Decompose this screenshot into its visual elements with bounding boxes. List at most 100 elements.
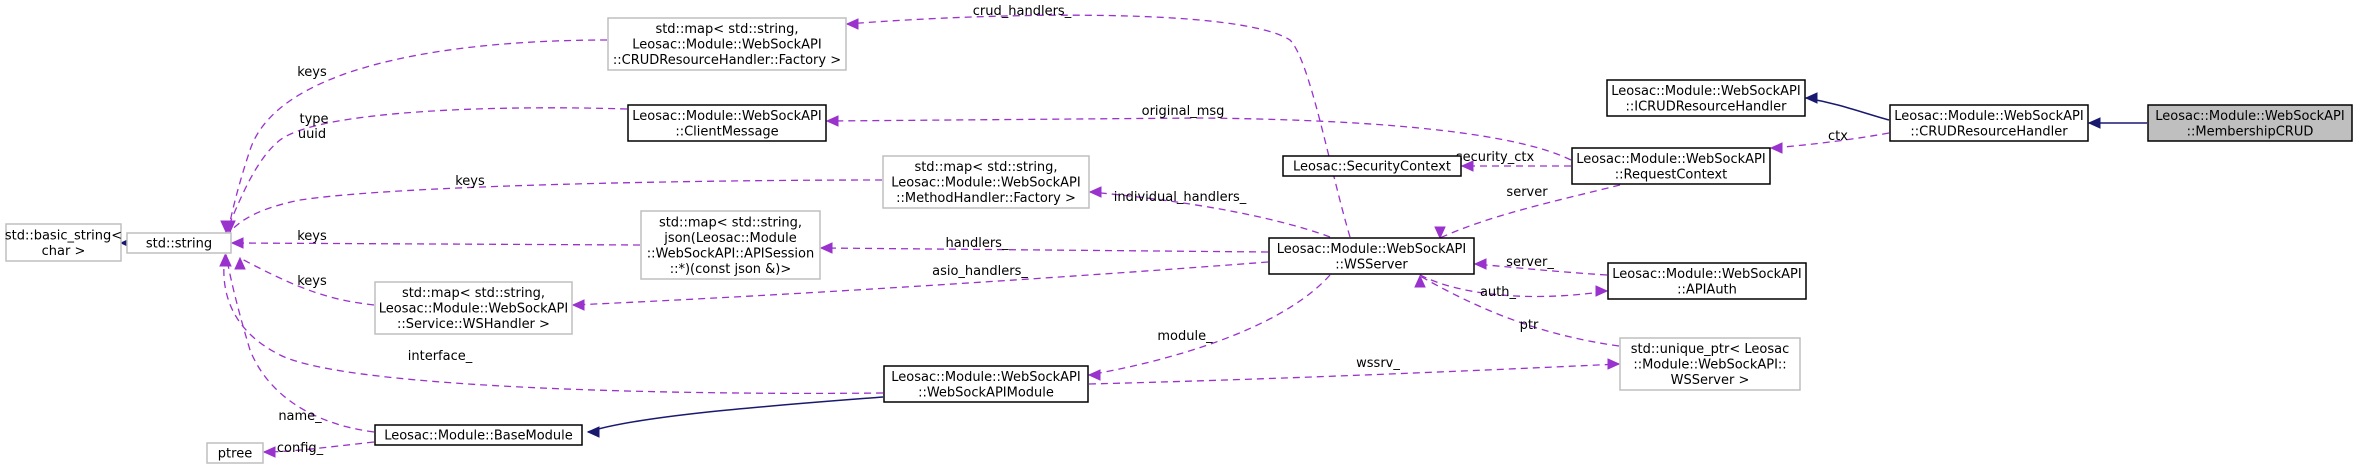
node-box <box>627 104 827 142</box>
edge-base-inherit <box>586 396 884 438</box>
edge-keys-json: keys <box>230 229 641 249</box>
arrowhead <box>1769 142 1783 154</box>
node-label: ::CRUDResourceHandler <box>1910 124 2068 139</box>
edge-label: uuid <box>298 127 326 142</box>
arrowhead <box>1434 226 1446 240</box>
node-label: ::ClientMessage <box>675 124 778 139</box>
node-box <box>206 442 264 464</box>
usage-line <box>1770 132 1890 149</box>
edge-layer: keystypeuuidkeyskeyskeysinterface_name_c… <box>119 4 2147 458</box>
node-box <box>883 365 1089 403</box>
usage-line <box>572 261 1269 306</box>
node-label: Leosac::Module::WebSockAPI <box>891 176 1080 191</box>
arrowhead <box>571 299 585 311</box>
node-label: ::MembershipCRUD <box>2187 124 2314 139</box>
node-label: ::Service::WSHandler > <box>397 317 550 332</box>
node-box <box>374 424 583 446</box>
node-label: ptree <box>218 447 252 462</box>
edge-label: interface_ <box>408 349 473 364</box>
node-label: Leosac::Module::WebSockAPI <box>2155 109 2344 124</box>
node-label: ::RequestContext <box>1615 167 1728 182</box>
node-membership-crud[interactable]: Leosac::Module::WebSockAPI::MembershipCR… <box>2147 104 2353 142</box>
node-box <box>640 210 821 280</box>
node-label: ::MethodHandler::Factory > <box>896 191 1076 206</box>
arrowhead <box>1088 186 1102 198</box>
node-client-message[interactable]: Leosac::Module::WebSockAPI::ClientMessag… <box>627 104 827 142</box>
node-label: Leosac::Module::WebSockAPI <box>1576 152 1765 167</box>
node-ptree[interactable]: ptree <box>206 442 264 464</box>
usage-line <box>820 247 1269 253</box>
usage-line <box>1088 363 1620 385</box>
edge-label: name_ <box>278 409 322 424</box>
node-crud[interactable]: Leosac::Module::WebSockAPI::CRUDResource… <box>1889 104 2089 142</box>
node-label: std::map< std::string, <box>659 215 802 230</box>
node-map-json[interactable]: std::map< std::string,json(Leosac::Modul… <box>640 210 821 280</box>
node-label: char > <box>42 244 86 259</box>
node-label: ::APIAuth <box>1677 282 1737 297</box>
arrowhead <box>2087 117 2101 129</box>
node-base-module[interactable]: Leosac::Module::BaseModule <box>374 424 583 446</box>
edge-icrud-inherit <box>1804 92 1890 121</box>
edge-name: name_ <box>220 253 375 433</box>
arrowhead <box>1595 285 1609 297</box>
edge-auth: auth_ <box>1419 274 1609 300</box>
node-label: ::WebSockAPIModule <box>918 385 1054 400</box>
node-map-method[interactable]: std::map< std::string,Leosac::Module::We… <box>882 155 1090 209</box>
edge-label: auth_ <box>1480 285 1517 300</box>
node-map-service[interactable]: std::map< std::string,Leosac::Module::We… <box>374 281 573 335</box>
edge-label: ptr <box>1520 318 1539 333</box>
node-label: ::*)(const json &)> <box>670 262 792 277</box>
node-security-context[interactable]: Leosac::SecurityContext <box>1282 155 1462 177</box>
edge-keys-crud: keys <box>222 39 608 234</box>
edge-label: crud_handlers_ <box>973 4 1072 19</box>
usage-line <box>1419 274 1608 298</box>
edge-asio-handlers: asio_handlers_ <box>571 261 1269 311</box>
edge-label: handlers_ <box>946 236 1009 251</box>
node-unique-ptr[interactable]: std::unique_ptr< Leosac::Module::WebSock… <box>1619 337 1801 391</box>
node-label: Leosac::Module::WebSockAPI <box>1611 84 1800 99</box>
edge-label: type <box>299 112 328 127</box>
node-api-auth[interactable]: Leosac::Module::WebSockAPI::APIAuth <box>1607 262 1807 300</box>
edge-ctx: ctx <box>1769 129 1890 154</box>
usage-line <box>225 107 628 233</box>
node-label: ::WSServer <box>1335 257 1408 272</box>
edge-crud-handlers: crud_handlers_ <box>845 4 1351 238</box>
arrowhead <box>1804 92 1818 104</box>
edge-original-msg: original_msg <box>825 104 1572 161</box>
node-string[interactable]: std::string <box>126 232 232 254</box>
node-ws-module[interactable]: Leosac::Module::WebSockAPI::WebSockAPIMo… <box>883 365 1089 403</box>
node-label: ::WebSockAPI::APISession <box>647 246 814 261</box>
node-box <box>374 281 573 335</box>
node-box <box>126 232 232 254</box>
edge-label: server <box>1506 185 1548 200</box>
node-box <box>882 155 1090 209</box>
usage-line <box>239 257 375 306</box>
arrowhead <box>262 446 276 458</box>
edge-label: module_ <box>1157 329 1213 344</box>
node-label: Leosac::Module::WebSockAPI <box>379 302 568 317</box>
edge-label: individual_handlers_ <box>1114 190 1247 205</box>
node-label: Leosac::Module::WebSockAPI <box>632 109 821 124</box>
usage-line <box>1089 191 1331 238</box>
edge-label: wssrv_ <box>1356 356 1400 371</box>
node-label: std::basic_string< <box>5 228 122 243</box>
node-label: Leosac::SecurityContext <box>1293 160 1451 175</box>
edge-individual-handlers: individual_handlers_ <box>1088 186 1331 238</box>
node-basic-string[interactable]: std::basic_string<char > <box>5 223 122 262</box>
edge-label: asio_handlers_ <box>932 264 1028 279</box>
node-ws-server[interactable]: Leosac::Module::WebSockAPI::WSServer <box>1268 237 1475 275</box>
node-label: Leosac::Module::WebSockAPI <box>1277 242 1466 257</box>
edge-label: keys <box>297 274 327 289</box>
node-map-crud[interactable]: std::map< std::string,Leosac::Module::We… <box>607 17 847 71</box>
usage-line <box>227 39 608 233</box>
node-label: Leosac::Module::WebSockAPI <box>632 38 821 53</box>
node-request-context[interactable]: Leosac::Module::WebSockAPI::RequestConte… <box>1571 147 1771 185</box>
node-label: ::Module::WebSockAPI:: <box>1633 358 1786 373</box>
edge-keys-method: keys <box>224 174 883 234</box>
node-box <box>1607 262 1807 300</box>
usage-line <box>1088 274 1331 376</box>
node-icrud[interactable]: Leosac::Module::WebSockAPI::ICRUDResourc… <box>1606 79 1806 117</box>
edge-label: server_ <box>1506 255 1554 270</box>
edge-label: keys <box>297 65 327 80</box>
